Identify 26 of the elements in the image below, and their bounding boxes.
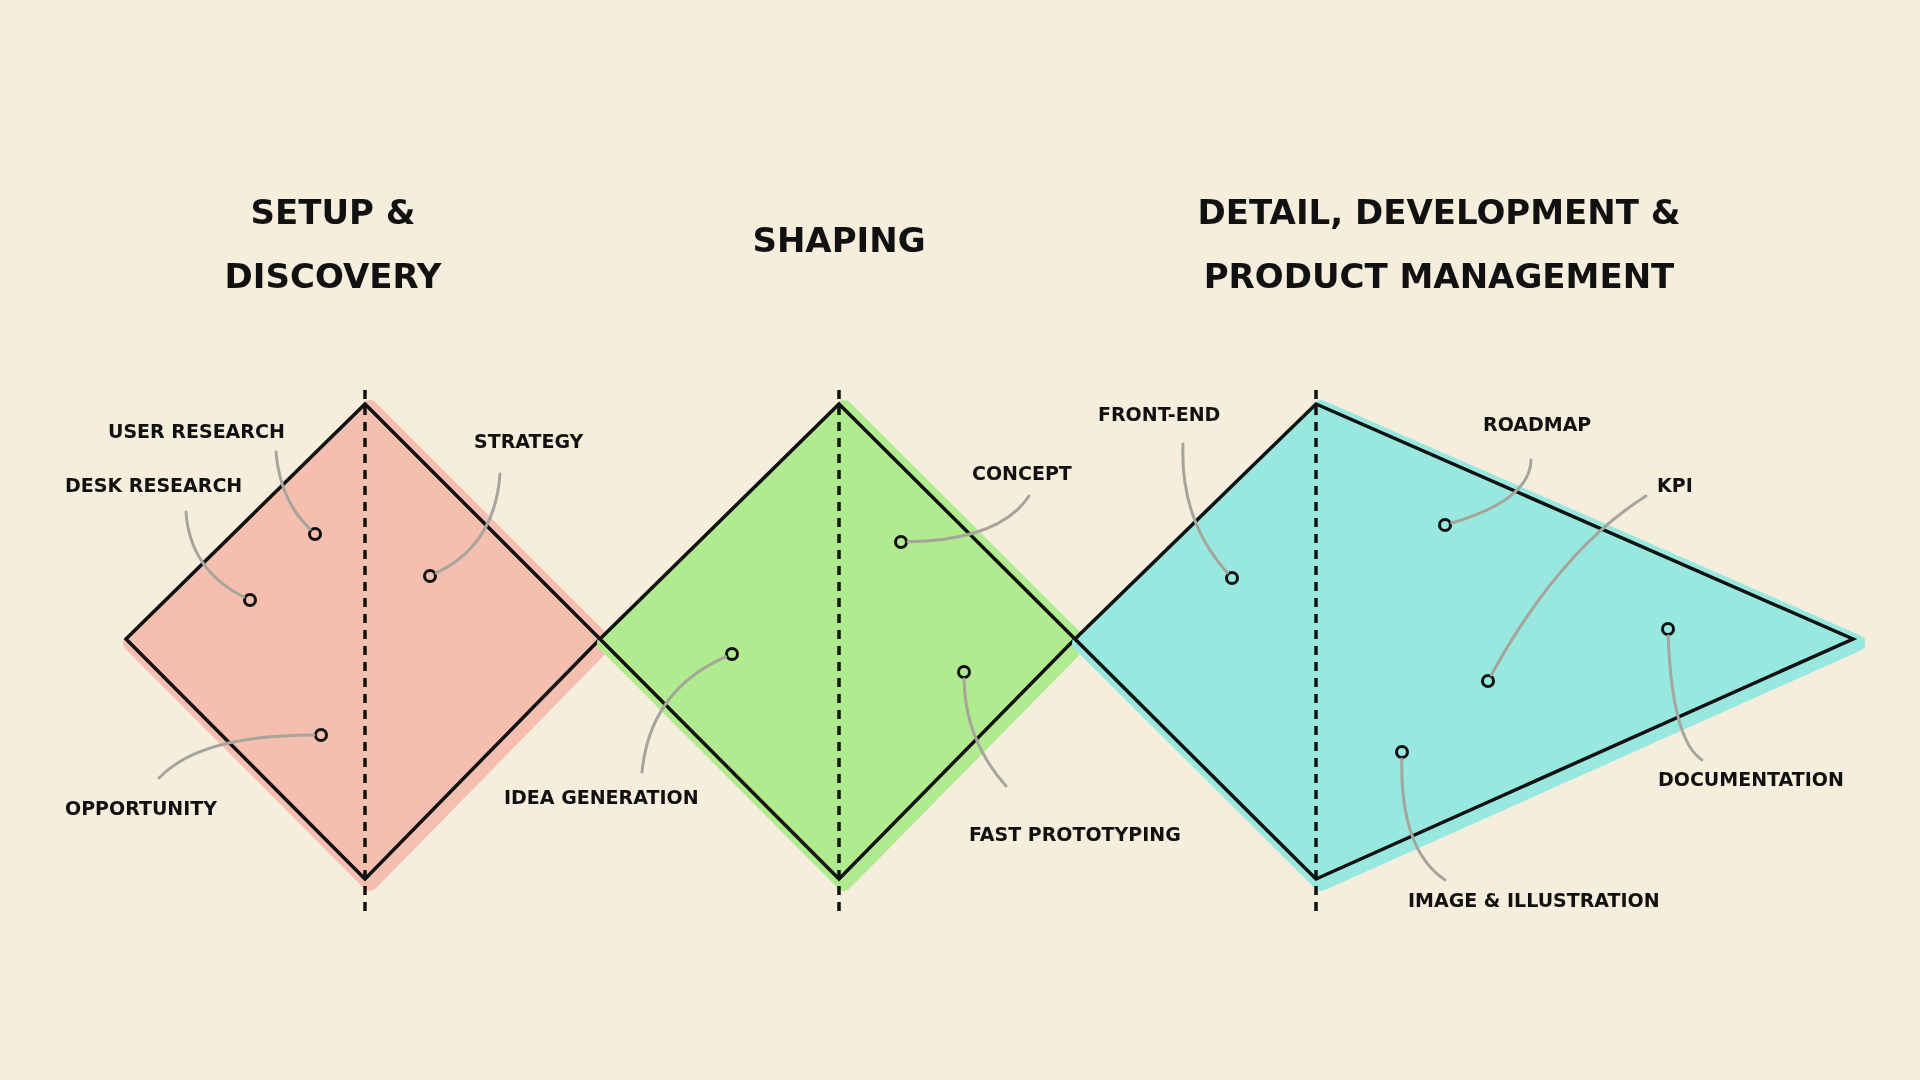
- step-label: ROADMAP: [1483, 412, 1592, 436]
- leader-line: [1489, 494, 1648, 677]
- step-label: KPI: [1657, 473, 1693, 497]
- step-label: USER RESEARCH: [108, 419, 285, 443]
- leader-line: [906, 494, 1031, 544]
- phase-heading: DETAIL, DEVELOPMENT & PRODUCT MANAGEMENT: [1196, 191, 1682, 298]
- leader-line: [640, 655, 728, 774]
- step-label: DOCUMENTATION: [1658, 767, 1844, 791]
- step-label: DESK RESEARCH: [65, 473, 243, 497]
- step-label: IDEA GENERATION: [504, 785, 699, 809]
- leader-line: [1400, 757, 1447, 882]
- leader-line: [1666, 634, 1704, 762]
- leader-line: [157, 733, 316, 780]
- leader-line: [434, 472, 502, 575]
- leader-line: [962, 677, 1008, 788]
- step-label: FAST PROTOTYPING: [969, 822, 1181, 846]
- leader-line: [274, 450, 312, 531]
- step-label: CONCEPT: [972, 461, 1072, 485]
- leader-line: [1181, 442, 1229, 575]
- phase-heading: SHAPING: [751, 219, 927, 262]
- phase-heading: SETUP & DISCOVERY: [223, 191, 443, 298]
- step-label: IMAGE & ILLUSTRATION: [1408, 888, 1660, 912]
- step-label: FRONT-END: [1098, 402, 1221, 426]
- leader-line: [184, 510, 246, 599]
- step-label: OPPORTUNITY: [65, 796, 217, 820]
- step-label: STRATEGY: [474, 429, 584, 453]
